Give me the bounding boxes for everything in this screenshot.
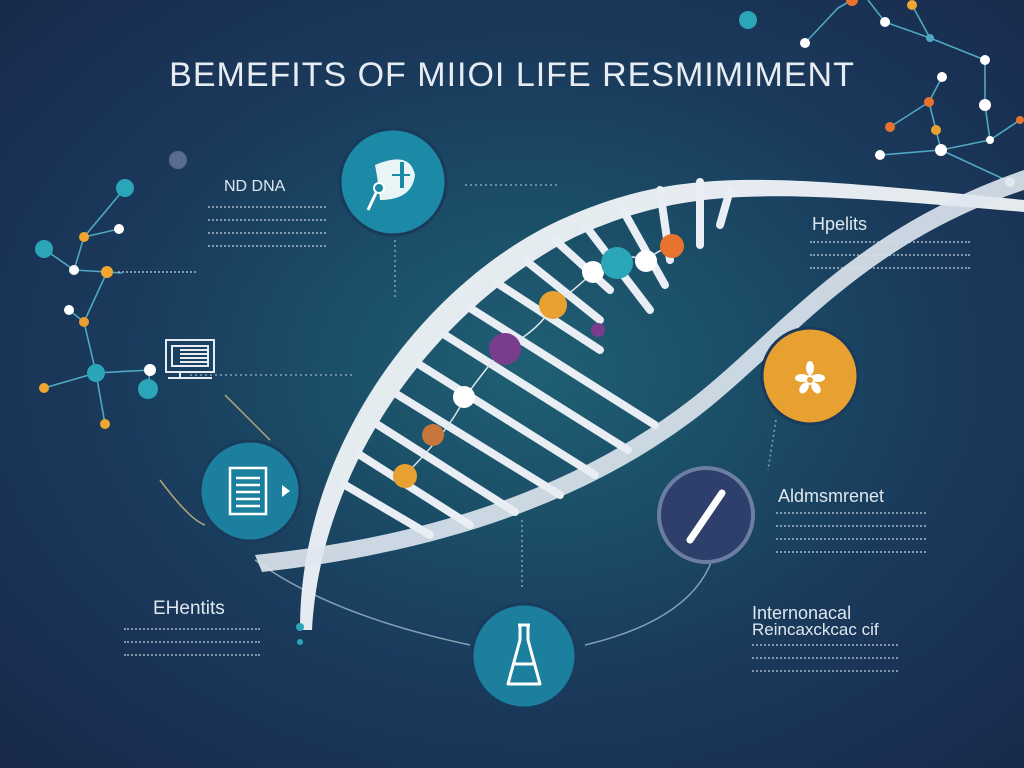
page-title: BEMEFITS OF MIIOI LIFE RESMIMIMENT	[169, 56, 855, 94]
microscope-icon	[366, 159, 415, 211]
health-block-text	[810, 241, 970, 280]
effects-block-heading: EHentits	[153, 598, 225, 619]
environment-block-text	[776, 512, 926, 564]
flask-icon-node	[470, 602, 578, 710]
international-block-heading-line1: Internonacal	[752, 603, 852, 623]
health-block-heading: Hpelits	[812, 214, 868, 234]
connector-lines	[159, 184, 777, 646]
dna-block-heading: ND DNA	[224, 178, 286, 195]
dna-helix	[255, 170, 1024, 645]
flower-icon	[795, 361, 825, 394]
pencil-icon	[686, 489, 726, 544]
effects-block-text	[124, 628, 260, 667]
flask-icon	[506, 623, 542, 686]
microscope-icon-node	[338, 127, 448, 237]
document-icon-node	[198, 439, 302, 543]
document-icon	[228, 466, 268, 516]
international-block-text	[752, 644, 898, 683]
environment-block-heading: Aldmsmrenet	[778, 486, 885, 506]
flower-icon-node	[760, 326, 860, 426]
pencil-icon-node	[657, 466, 755, 564]
computer-icon	[165, 339, 215, 379]
molecule-network-left	[35, 151, 187, 429]
computer-caption-text	[118, 271, 196, 284]
dna-block-text	[208, 206, 326, 258]
international-block-heading-line2: Reincaxckcac cif	[752, 620, 879, 639]
